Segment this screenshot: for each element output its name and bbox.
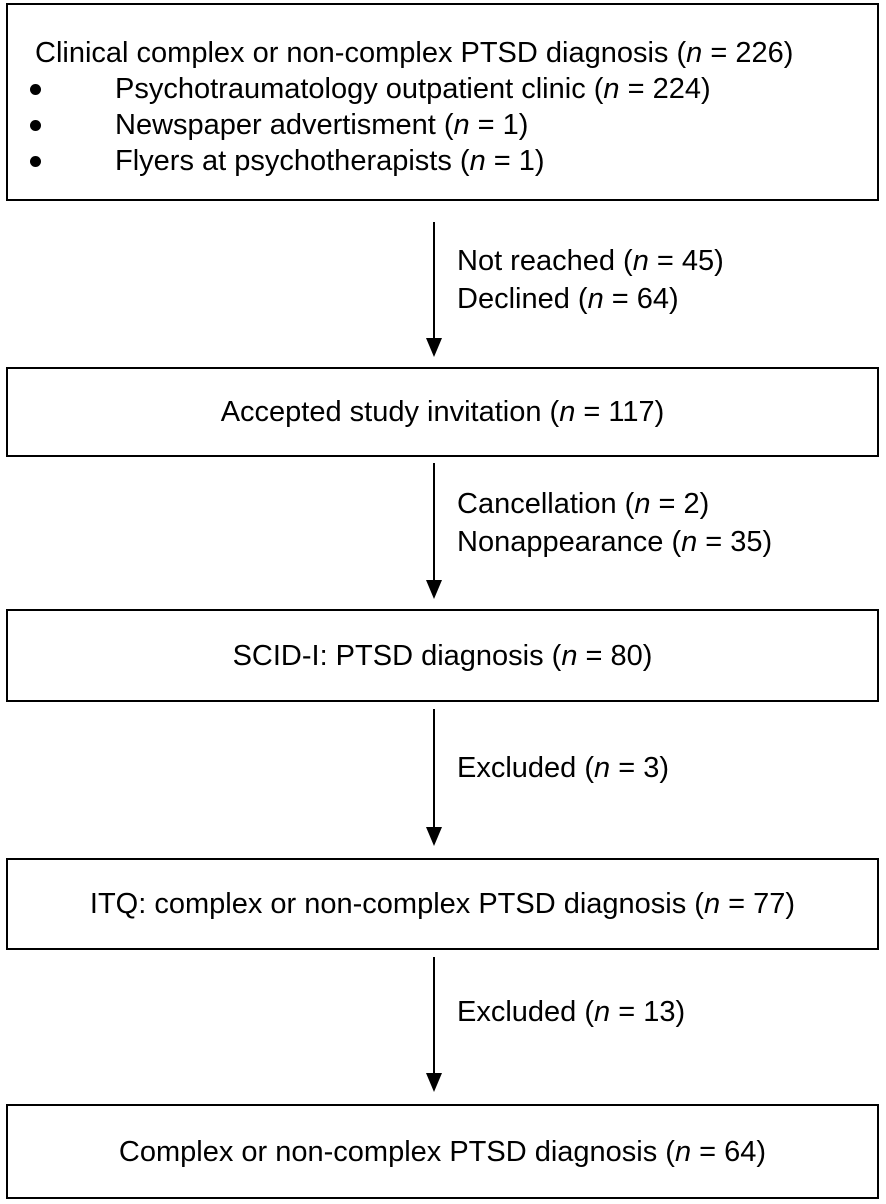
n-symbol: n [559, 396, 576, 428]
accepted-lead: Accepted study invitation ( [220, 396, 560, 428]
n-symbol: n [703, 888, 721, 920]
exclusion-line: Declined (n = 64) [457, 280, 724, 318]
n-symbol: n [603, 73, 620, 105]
n-symbol: n [453, 109, 470, 141]
bullet-lead: Newspaper advertisment ( [115, 109, 454, 141]
itq-diagnosis-text: ITQ: complex or non-complex PTSD diagnos… [90, 886, 795, 922]
n-symbol: n [634, 488, 651, 520]
exclusion-line: Not reached (n = 45) [457, 242, 724, 280]
n-symbol: n [594, 996, 611, 1028]
box-clinical-diagnosis: Clinical complex or non-complex PTSD dia… [6, 3, 879, 201]
final-diagnosis-text: Complex or non-complex PTSD diagnosis (n… [119, 1134, 766, 1170]
clinical-count: = 226) [702, 37, 794, 69]
exclusion-note-4: Excluded (n = 13) [457, 993, 685, 1031]
arrow-1 [426, 222, 442, 357]
box-accepted-invitation: Accepted study invitation (n = 117) [6, 367, 879, 457]
exclusion-count: = 13) [610, 996, 686, 1028]
bullet-icon [30, 156, 41, 167]
arrow-2 [426, 463, 442, 599]
exclusion-line: Excluded (n = 3) [457, 749, 669, 787]
exclusion-count: = 2) [650, 488, 710, 520]
bullet-icon [30, 120, 41, 131]
final-lead: Complex or non-complex PTSD diagnosis ( [118, 1135, 675, 1168]
n-symbol: n [632, 245, 649, 277]
list-item-flyers: Flyers at psychotherapists (n = 1) [8, 143, 877, 179]
arrow-3 [426, 709, 442, 846]
exclusion-note-2: Cancellation (n = 2) Nonappearance (n = … [457, 485, 772, 561]
itq-lead: ITQ: complex or non-complex PTSD diagnos… [89, 888, 704, 920]
arrow-4 [426, 957, 442, 1092]
n-symbol: n [674, 1135, 692, 1168]
scid-lead: SCID-I: PTSD diagnosis ( [232, 639, 562, 672]
bullet-icon [30, 84, 41, 95]
scid-diagnosis-text: SCID-I: PTSD diagnosis (n = 80) [233, 638, 653, 674]
n-symbol: n [681, 526, 698, 558]
exclusion-lead: Declined ( [457, 283, 588, 315]
n-symbol: n [587, 283, 604, 315]
accepted-invitation-text: Accepted study invitation (n = 117) [221, 394, 665, 430]
exclusion-line: Nonappearance (n = 35) [457, 523, 772, 561]
box-itq-diagnosis: ITQ: complex or non-complex PTSD diagnos… [6, 858, 879, 950]
exclusion-count: = 3) [610, 752, 669, 784]
final-count: = 64) [691, 1135, 767, 1168]
n-symbol: n [469, 145, 486, 177]
clinical-lead: Clinical complex or non-complex PTSD dia… [35, 37, 687, 69]
exclusion-count: = 45) [648, 245, 724, 277]
clinical-diagnosis-text: Clinical complex or non-complex PTSD dia… [8, 35, 877, 71]
exclusion-note-1: Not reached (n = 45) Declined (n = 64) [457, 242, 724, 318]
exclusion-line: Cancellation (n = 2) [457, 485, 772, 523]
n-symbol: n [686, 37, 703, 69]
scid-count: = 80) [577, 639, 653, 672]
exclusion-lead: Cancellation ( [457, 488, 635, 520]
box-scid-diagnosis: SCID-I: PTSD diagnosis (n = 80) [6, 609, 879, 702]
exclusion-lead: Not reached ( [457, 245, 633, 277]
bullet-lead: Flyers at psychotherapists ( [115, 145, 470, 177]
exclusion-lead: Excluded ( [457, 752, 595, 784]
n-symbol: n [561, 639, 578, 672]
exclusion-lead: Excluded ( [457, 996, 595, 1028]
exclusion-count: = 35) [697, 526, 773, 558]
n-symbol: n [594, 752, 611, 784]
bullet-lead: Psychotraumatology outpatient clinic ( [115, 73, 604, 105]
bullet-count: = 224) [619, 73, 711, 105]
exclusion-lead: Nonappearance ( [457, 526, 682, 558]
list-item-newspaper: Newspaper advertisment (n = 1) [8, 107, 877, 143]
accepted-count: = 117) [575, 396, 665, 428]
exclusion-note-3: Excluded (n = 3) [457, 749, 669, 787]
bullet-count: = 1) [485, 145, 545, 177]
itq-count: = 77) [720, 888, 796, 920]
exclusion-line: Excluded (n = 13) [457, 993, 685, 1031]
bullet-count: = 1) [469, 109, 529, 141]
list-item-outpatient-clinic: Psychotraumatology outpatient clinic (n … [8, 71, 877, 107]
exclusion-count: = 64) [603, 283, 679, 315]
box-final-diagnosis: Complex or non-complex PTSD diagnosis (n… [6, 1104, 879, 1199]
recruitment-sources-list: Psychotraumatology outpatient clinic (n … [8, 71, 877, 179]
